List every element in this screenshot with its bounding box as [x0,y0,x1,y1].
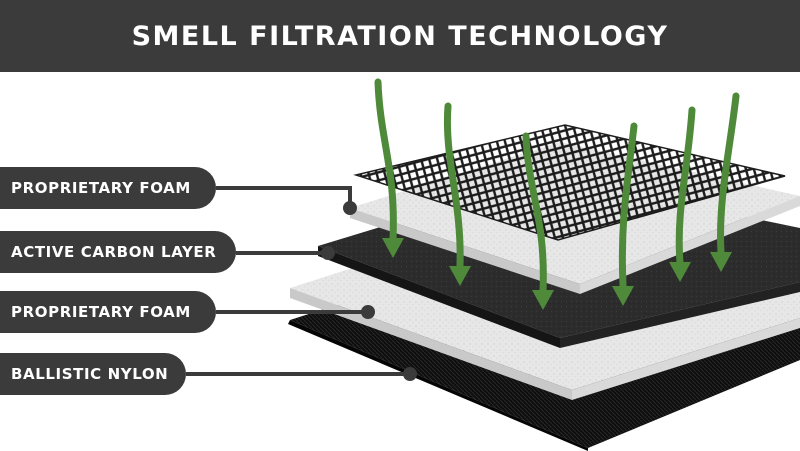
down-arrow-icon [669,262,691,282]
mesh-layer [353,124,786,241]
airflow-line [443,102,464,270]
airflow-arrows [374,78,740,294]
layer-label-text: PROPRIETARY FOAM [11,179,191,197]
airflow-arrowheads [382,238,732,310]
connector-dot-icon [343,201,357,215]
down-arrow-icon [532,290,554,310]
layer-label-proprietary-foam-bottom: PROPRIETARY FOAM [0,291,216,333]
down-arrow-icon [449,266,471,286]
layer-label-text: BALLISTIC NYLON [11,365,169,383]
down-arrow-icon [710,252,732,272]
airflow-line [675,106,696,266]
airflow-line [374,78,397,242]
down-arrow-icon [612,286,634,306]
title-banner: SMELL FILTRATION TECHNOLOGY [0,0,800,72]
layer-label-text: ACTIVE CARBON LAYER [11,243,217,261]
down-arrow-icon [382,238,404,258]
connector-dot-icon [361,305,375,319]
connector-dots [321,201,417,381]
airflow-line [618,122,638,290]
airflow-line [717,92,740,256]
airflow-line [522,132,547,294]
connector-dot-icon [403,367,417,381]
connector-line [216,186,352,208]
layer-label-proprietary-foam-top: PROPRIETARY FOAM [0,167,216,209]
connector-dot-icon [321,246,335,260]
layer-label-ballistic-nylon: BALLISTIC NYLON [0,353,186,395]
layer-label-active-carbon: ACTIVE CARBON LAYER [0,231,236,273]
page-title: SMELL FILTRATION TECHNOLOGY [131,20,669,52]
layer-label-text: PROPRIETARY FOAM [11,303,191,321]
